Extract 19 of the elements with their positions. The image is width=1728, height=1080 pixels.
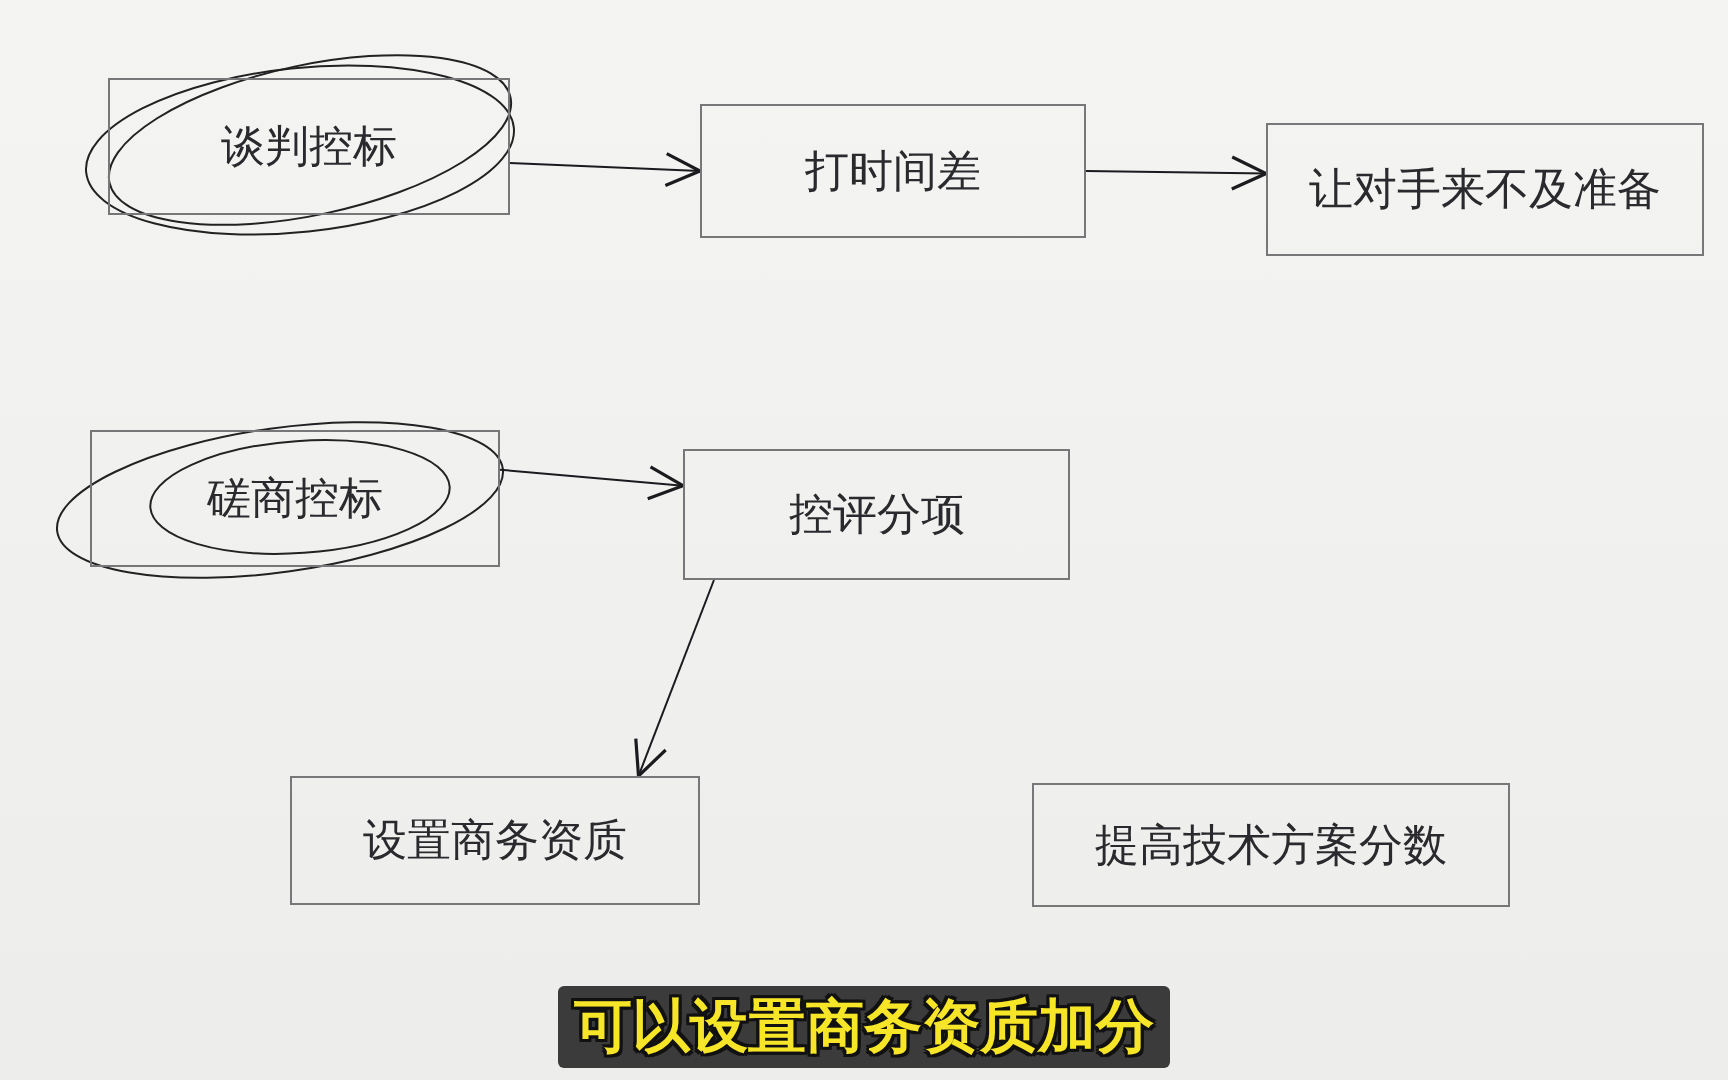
- box-label: 打时间差: [805, 145, 981, 198]
- box-label: 提高技术方案分数: [1095, 819, 1447, 872]
- process-box: [1032, 783, 1510, 907]
- process-box: [108, 78, 510, 215]
- process-box: [290, 776, 700, 905]
- subtitle-caption: 可以设置商务资质加分: [558, 986, 1170, 1068]
- box-label: 磋商控标: [207, 473, 383, 525]
- box-label: 谈判控标: [221, 121, 397, 173]
- process-box: [683, 449, 1070, 580]
- process-box: [700, 104, 1086, 238]
- box-label: 设置商务资质: [363, 815, 627, 867]
- arrow: [1085, 155, 1268, 191]
- process-box: [90, 430, 500, 567]
- process-box: [1266, 123, 1704, 256]
- arrow: [499, 465, 685, 501]
- arrow: [509, 151, 702, 188]
- arrow: [634, 579, 715, 778]
- box-label: 让对手来不及准备: [1309, 164, 1661, 216]
- box-label: 控评分项: [788, 489, 965, 541]
